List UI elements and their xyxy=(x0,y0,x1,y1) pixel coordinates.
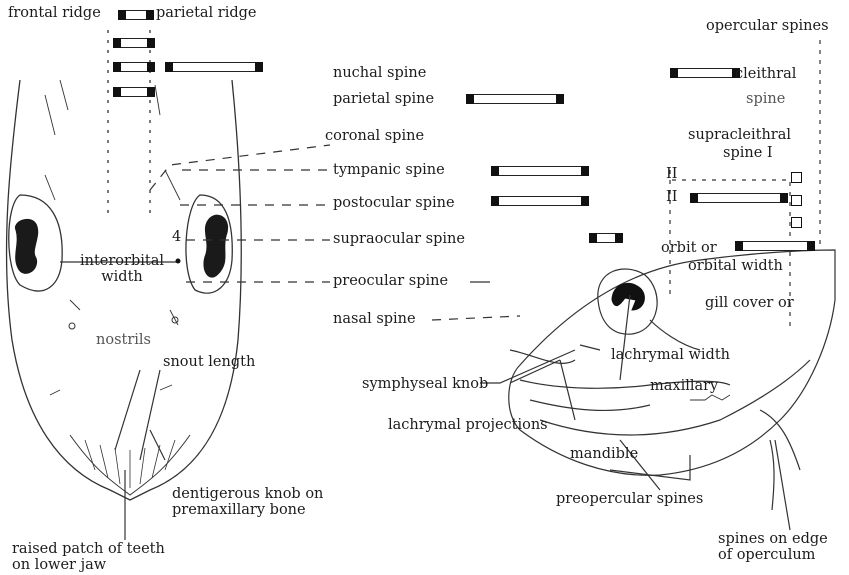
label-numeral-II-b: II xyxy=(666,189,677,205)
opercular-spine-square-3 xyxy=(791,217,802,228)
label-nostrils: nostrils xyxy=(96,332,151,348)
frontal-ridge-bar-2 xyxy=(113,38,155,48)
label-lachrymal-width: lachrymal width xyxy=(611,347,730,363)
label-orbital-width: orbital width xyxy=(688,258,783,274)
tympanic-spine-bar xyxy=(491,166,589,176)
label-parietal-ridge: parietal ridge xyxy=(156,5,257,21)
opercular-spine-square-1 xyxy=(791,172,802,183)
label-nuchal-spine: nuchal spine xyxy=(333,65,426,81)
label-opercular-spines: opercular spines xyxy=(706,18,829,34)
orbital-width-bar xyxy=(735,241,815,251)
frontal-ridge-bar-4 xyxy=(113,87,155,97)
supracleithral-bar xyxy=(690,193,788,203)
label-preopercular-spines: preopercular spines xyxy=(556,491,703,507)
lateral-orbit xyxy=(598,269,657,334)
label-frontal-ridge: frontal ridge xyxy=(8,5,101,21)
left-eye xyxy=(15,219,37,273)
frontal-ridge-bar-3 xyxy=(113,62,155,72)
postocular-spine-bar xyxy=(491,196,589,206)
dorsal-head-outline xyxy=(7,80,242,500)
label-cleithral: cleithral xyxy=(735,66,796,82)
label-nasal-spine: nasal spine xyxy=(333,311,416,327)
right-eye xyxy=(204,215,228,277)
label-gill-cover-or: gill cover or xyxy=(705,295,794,311)
label-preocular-spine: preocular spine xyxy=(333,273,448,289)
label-supraocular-spine: supraocular spine xyxy=(333,231,465,247)
label-symphyseal-knob: symphyseal knob xyxy=(362,376,488,392)
label-coronal-spine: coronal spine xyxy=(325,128,424,144)
label-numeral-II-a: II xyxy=(666,166,677,182)
label-cleithral-spine: spine xyxy=(746,91,785,107)
label-parietal-spine: parietal spine xyxy=(333,91,434,107)
supraocular-spine-bar xyxy=(589,233,623,243)
label-maxillary: maxillary xyxy=(650,378,718,394)
frontal-ridge-bar xyxy=(118,10,154,20)
label-tympanic-spine: tympanic spine xyxy=(333,162,445,178)
label-mandible: mandible xyxy=(570,446,638,462)
label-numeral-4: 4 xyxy=(172,229,181,245)
label-supracleithral: supracleithral xyxy=(688,127,791,143)
label-orbit-or: orbit or xyxy=(661,240,717,256)
parietal-spine-bar xyxy=(466,94,564,104)
label-snout-length: snout length xyxy=(163,354,255,370)
interorbital-dot xyxy=(176,259,181,264)
label-postocular-spine: postocular spine xyxy=(333,195,455,211)
parietal-ridge-bar xyxy=(165,62,263,72)
label-supracleithral-spine-I: spine I xyxy=(723,145,773,161)
opercular-spine-square-2 xyxy=(791,195,802,206)
label-lachrymal-projections: lachrymal projections xyxy=(388,417,548,433)
nuchal-cleithral-bar xyxy=(670,68,740,78)
lateral-head-view xyxy=(509,40,835,510)
